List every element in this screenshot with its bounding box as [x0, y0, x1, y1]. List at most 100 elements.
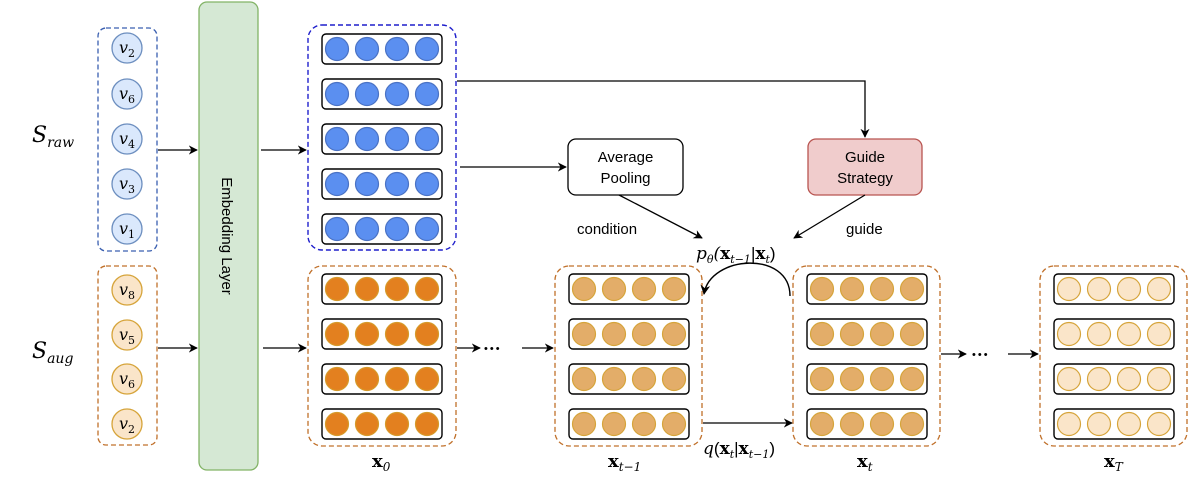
vector-frame [321, 213, 443, 245]
vector-frame [1053, 318, 1175, 350]
sequence-item: v4 [111, 123, 143, 155]
x0-group [307, 265, 457, 447]
vector-unit [631, 366, 657, 392]
vector-frame [806, 363, 928, 395]
embedding-vector [321, 33, 443, 65]
raw-sequence-group [97, 27, 158, 252]
vector-frame [568, 408, 690, 440]
item-label: v4 [119, 129, 135, 151]
vector-unit [1086, 366, 1112, 392]
vector-frame [321, 318, 443, 350]
vector-unit [324, 366, 350, 392]
sequence-item: v8 [111, 274, 143, 306]
vector-unit [324, 81, 350, 107]
vector-unit [354, 216, 380, 242]
vector-unit [384, 366, 410, 392]
raw-embedding-group [307, 24, 457, 251]
vector-unit [324, 411, 350, 437]
ellipsis-xt-xT: ••• [972, 349, 990, 361]
vector-unit [354, 36, 380, 62]
xt-minus-1-group [554, 265, 703, 447]
embedding-vector [321, 318, 443, 350]
vector-unit [631, 321, 657, 347]
vector-unit [631, 411, 657, 437]
vector-unit [324, 216, 350, 242]
sequence-item: v6 [111, 363, 143, 395]
vector-unit [384, 36, 410, 62]
vector-unit [354, 171, 380, 197]
vector-unit [809, 321, 835, 347]
vector-unit [1056, 321, 1082, 347]
vector-unit [571, 276, 597, 302]
average-pooling-module [567, 138, 684, 196]
guide-strategy-line2: Strategy [837, 170, 893, 187]
vector-unit [384, 411, 410, 437]
vector-frame [1053, 363, 1175, 395]
vector-unit [601, 276, 627, 302]
vector-frame [568, 318, 690, 350]
vector-unit [899, 411, 925, 437]
item-node [111, 274, 143, 306]
vector-unit [869, 366, 895, 392]
vector-unit [354, 126, 380, 152]
s-aug-label: Saug [32, 339, 73, 367]
vector-unit [414, 366, 440, 392]
vector-unit [414, 171, 440, 197]
arrow-raw-embed-to-guide [457, 80, 870, 138]
vector-unit [601, 321, 627, 347]
item-node [111, 363, 143, 395]
sequence-item: v2 [111, 32, 143, 64]
item-node [111, 78, 143, 110]
xt-minus-1-rows [568, 273, 690, 440]
item-label: v6 [119, 84, 135, 106]
vector-unit [414, 36, 440, 62]
vector-frame [321, 408, 443, 440]
average-pooling-line1: Average [598, 149, 654, 166]
vector-unit [414, 411, 440, 437]
vector-unit [1086, 276, 1112, 302]
vector-unit [839, 366, 865, 392]
x0-label: x0 [372, 451, 391, 474]
vector-unit [1146, 321, 1172, 347]
vector-unit [601, 366, 627, 392]
embedding-vector [321, 408, 443, 440]
embedding-vector [806, 273, 928, 305]
vector-unit [324, 276, 350, 302]
x0-rows [321, 273, 443, 440]
embedding-layer [198, 1, 259, 471]
vector-unit [324, 171, 350, 197]
vector-unit [869, 276, 895, 302]
vector-frame [806, 318, 928, 350]
vector-unit [414, 276, 440, 302]
vector-frame [321, 273, 443, 305]
vector-unit [384, 126, 410, 152]
vector-unit [631, 276, 657, 302]
item-label: v3 [119, 174, 135, 196]
vector-unit [899, 276, 925, 302]
vector-unit [661, 366, 687, 392]
vector-unit [414, 126, 440, 152]
ellipsis-x0-xt1: ••• [484, 343, 502, 355]
arrow-condition [618, 194, 703, 239]
vector-frame [321, 33, 443, 65]
item-node [111, 408, 143, 440]
vector-unit [1056, 276, 1082, 302]
vector-frame [568, 273, 690, 305]
arrow-reverse-process [700, 262, 791, 297]
xt-group [792, 265, 941, 447]
embedding-vector [568, 318, 690, 350]
vector-unit [384, 276, 410, 302]
item-label: v8 [119, 280, 135, 302]
item-node [111, 32, 143, 64]
vector-unit [1146, 411, 1172, 437]
vector-unit [899, 366, 925, 392]
embedding-vector [321, 168, 443, 200]
vector-frame [1053, 408, 1175, 440]
vector-unit [324, 126, 350, 152]
vector-unit [354, 81, 380, 107]
vector-unit [384, 216, 410, 242]
item-node [111, 123, 143, 155]
sequence-item: v2 [111, 408, 143, 440]
